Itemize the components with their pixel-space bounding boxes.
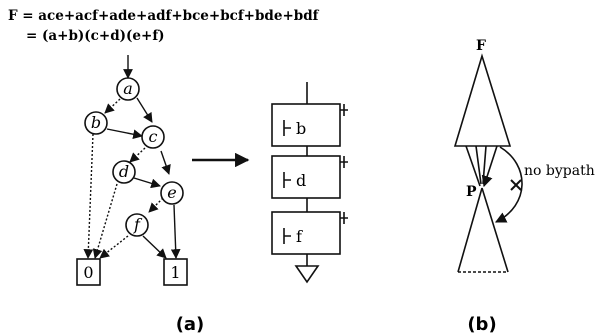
- bdd-edge-a-b: [104, 98, 121, 114]
- bdd-edge-f-0: [99, 235, 129, 259]
- gate-f-switch-symbol: [283, 228, 291, 244]
- gate-d-control: [340, 156, 348, 168]
- bdd-node-c: [141, 125, 165, 149]
- circuit-chain: [271, 82, 348, 284]
- gate-f-label: f: [296, 227, 303, 246]
- gate-b-control: [340, 104, 348, 116]
- converge-line-2: [475, 145, 482, 185]
- bdd-edge-b-0: [83, 133, 94, 259]
- bdd-node-label-b: b: [91, 113, 101, 132]
- ground-symbol: [294, 265, 320, 284]
- gate-b-switch-symbol: [283, 120, 291, 136]
- bdd-edge-d-0: [92, 183, 118, 259]
- bdd-node-b: [84, 111, 108, 135]
- node-p-label: P: [466, 184, 477, 200]
- bdd-terminal-0-label: 0: [83, 263, 93, 282]
- bdd-nodes: [84, 77, 184, 237]
- bdd-terminal-1-box: [163, 258, 188, 286]
- converge-line-3: [482, 145, 487, 185]
- bdd-node-label-f: f: [133, 215, 143, 234]
- bdd-node-a: [116, 77, 140, 101]
- bdd-edge-b-c: [106, 128, 143, 140]
- bdd-terminals: [76, 258, 188, 286]
- bdd-edge-f-1: [142, 235, 167, 259]
- equation-line-2: = (a+b)(c+d)(e+f): [26, 28, 165, 44]
- bdd-node-d: [112, 160, 136, 184]
- bdd-node-label-d: d: [119, 162, 129, 181]
- bdd-node-label-c: c: [149, 127, 158, 146]
- converge-line-4: [481, 145, 498, 188]
- gate-d-switch-symbol: [283, 172, 291, 188]
- bdd-node-label-e: e: [167, 183, 176, 202]
- no-bypath-label: no bypath: [524, 163, 595, 179]
- bdd-terminal-0-box: [76, 258, 101, 286]
- bdd-node-e: [160, 181, 184, 205]
- bdd-edge-c-d: [129, 147, 146, 163]
- bdd-edge-d-e: [133, 177, 161, 189]
- bdd-edge-a-c: [136, 97, 153, 123]
- bdd-edge-c-e: [160, 150, 171, 175]
- bypath-cross-mark: [510, 179, 522, 191]
- bdd-node-f: [125, 213, 149, 237]
- upper-triangle: [453, 53, 512, 147]
- right-figure-top-label: F: [476, 38, 486, 54]
- bdd-edges: [83, 55, 181, 259]
- equation-line-1: F = ace+acf+ade+adf+bce+bcf+bde+bdf: [8, 8, 320, 24]
- bdd-terminal-1-label: 1: [170, 263, 180, 282]
- gate-f-control: [340, 212, 348, 224]
- bdd-node-labels: a b c d e f: [91, 79, 177, 234]
- caption-b: (b): [467, 314, 496, 334]
- gate-f-box: [271, 211, 341, 255]
- lower-triangle: [457, 187, 509, 273]
- converge-line-1: [465, 145, 481, 187]
- gate-d-label: d: [296, 171, 306, 190]
- bdd-node-label-a: a: [123, 79, 133, 98]
- bdd-edge-e-1: [170, 204, 181, 259]
- bypath-curve: [494, 146, 523, 223]
- bdd-edge-e-f: [148, 197, 164, 213]
- right-figure-shape: [453, 53, 523, 273]
- gate-b-label: b: [296, 119, 306, 138]
- caption-a: (a): [176, 314, 205, 334]
